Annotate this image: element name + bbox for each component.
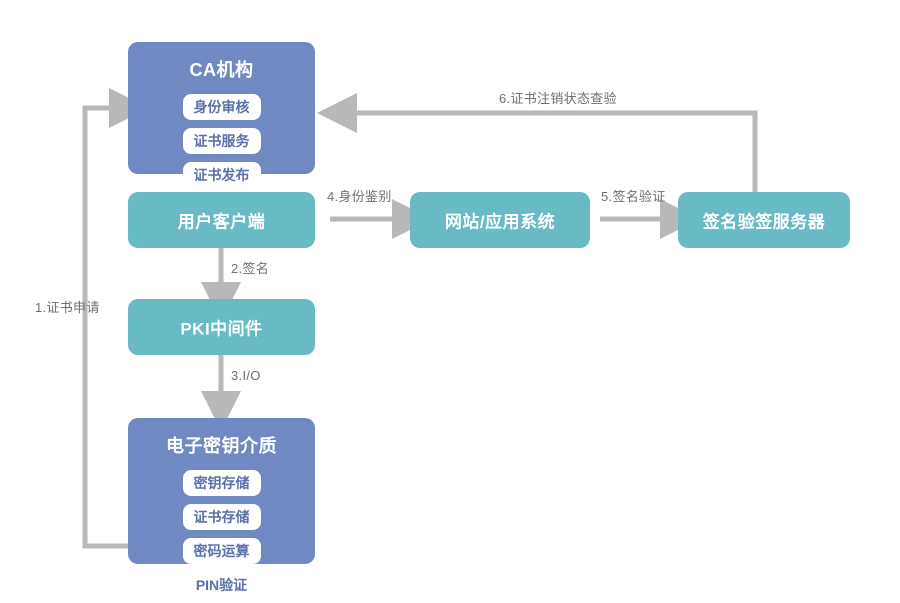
node-signature-verification-server[interactable]: 签名验签服务器	[678, 192, 850, 248]
node-user-client-title: 用户客户端	[177, 212, 266, 232]
node-website-application-system-title: 网站/应用系统	[444, 212, 556, 232]
node-pki-middleware-title: PKI中间件	[180, 319, 263, 339]
node-pki-middleware[interactable]: PKI中间件	[128, 299, 315, 355]
pill-crypto-operation[interactable]: 密码运算	[182, 538, 261, 564]
edge-label-2: 2.签名	[231, 261, 270, 276]
node-electronic-key-media-pills: 密钥存储 证书存储 密码运算 PIN验证	[128, 470, 315, 598]
edge-6-certificate-revocation-check	[317, 93, 758, 192]
edge-label-1: 1.证书申请	[35, 300, 100, 315]
edge-label-5: 5.签名验证	[601, 189, 666, 204]
edge-label-4: 4.身份鉴别	[327, 189, 392, 204]
edge-label-6: 6.证书注销状态查验	[499, 91, 617, 106]
edge-1-certificate-application	[82, 88, 149, 549]
node-user-client[interactable]: 用户客户端	[128, 192, 315, 248]
pill-certificate-publish[interactable]: 证书发布	[182, 162, 261, 188]
node-ca-authority-title: CA机构	[189, 60, 254, 80]
pill-certificate-storage[interactable]: 证书存储	[182, 504, 261, 530]
pill-key-storage[interactable]: 密钥存储	[182, 470, 261, 496]
edge-label-3: 3.I/O	[231, 368, 261, 383]
node-electronic-key-media-title: 电子密钥介质	[166, 436, 277, 456]
pill-pin-verification[interactable]: PIN验证	[182, 572, 261, 598]
pill-identity-review[interactable]: 身份审核	[182, 94, 261, 120]
node-signature-verification-server-title: 签名验签服务器	[702, 212, 826, 232]
node-ca-authority[interactable]: CA机构 身份审核 证书服务 证书发布 CRL/OCSP	[128, 42, 315, 222]
pill-certificate-service[interactable]: 证书服务	[182, 128, 261, 154]
node-website-application-system[interactable]: 网站/应用系统	[410, 192, 590, 248]
node-electronic-key-media[interactable]: 电子密钥介质 密钥存储 证书存储 密码运算 PIN验证	[128, 418, 315, 598]
